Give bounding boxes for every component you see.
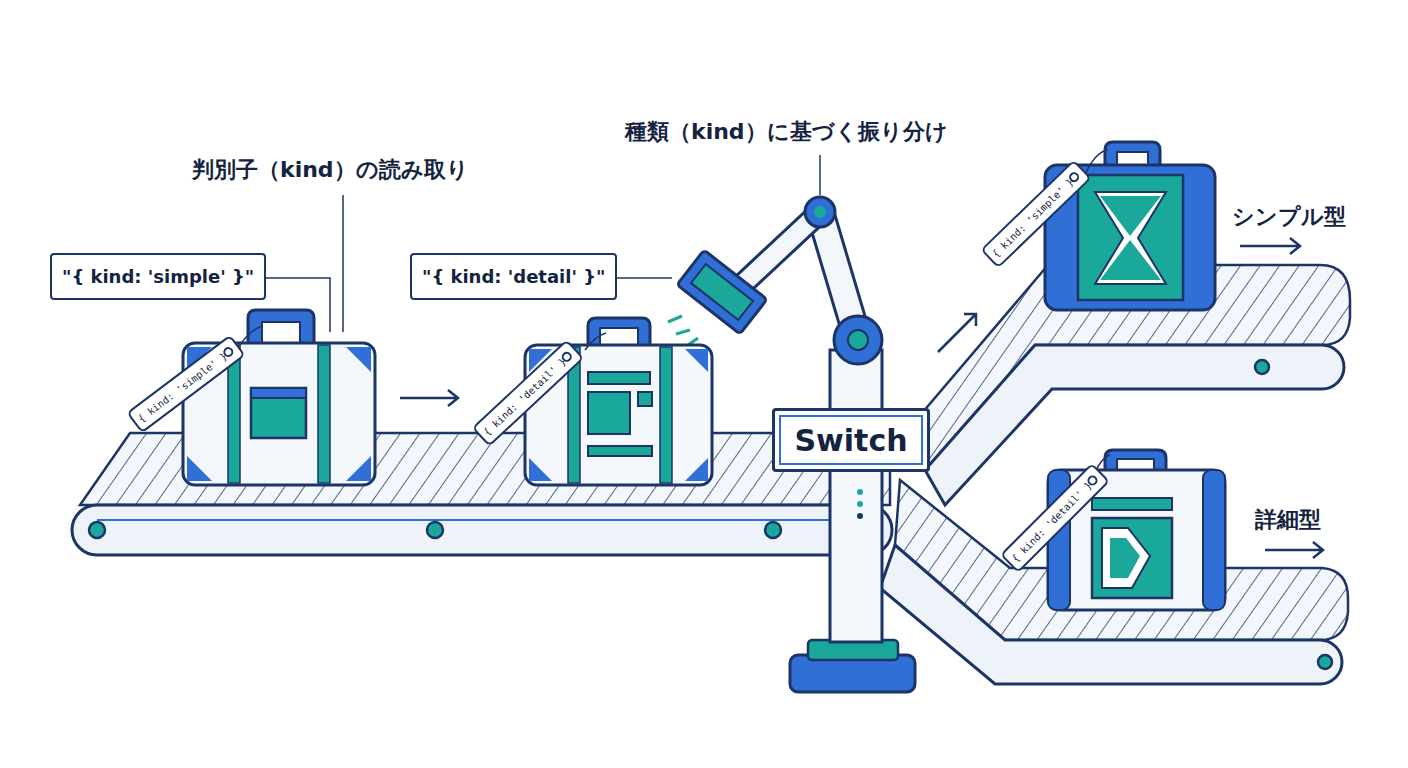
tag-string [1085, 150, 1108, 175]
folder-icon [1110, 538, 1140, 578]
roller [89, 522, 105, 538]
suitcase-panel [251, 388, 306, 438]
suitcase-panel [1092, 518, 1172, 598]
suitcase-panel [1078, 175, 1183, 300]
conveyor-rail [72, 505, 892, 555]
robot-joint [834, 316, 882, 364]
callout-text: "{ kind: 'simple' }" [62, 266, 254, 287]
tag-string [240, 326, 262, 345]
folder-icon [1102, 528, 1150, 588]
robot-joint [814, 206, 826, 218]
scanner-head [677, 250, 767, 334]
suitcase-corner [685, 458, 708, 481]
flow-arrow [1240, 238, 1300, 254]
callout-text: "{ kind: 'detail' }" [422, 266, 605, 287]
roller [1255, 360, 1269, 374]
suitcase-corner [685, 349, 708, 372]
hourglass-icon [1100, 196, 1161, 236]
robot-joint [805, 197, 835, 227]
annotation-label: 種類（kind）に基づく振り分け [625, 117, 948, 147]
suitcase-panel [588, 392, 630, 434]
switch-label: Switch [794, 423, 907, 458]
roller [1318, 655, 1332, 669]
leader-line [342, 195, 344, 332]
robot-column [830, 350, 882, 642]
suitcase-panel [251, 388, 306, 398]
suitcase-corner [187, 456, 212, 481]
hourglass-icon [1100, 240, 1161, 280]
scanner-body [677, 250, 767, 334]
suitcase-corner [346, 347, 371, 372]
tag-string [585, 333, 606, 350]
leader-line [616, 277, 672, 279]
flow-arrow [400, 390, 458, 406]
hourglass-icon [1095, 192, 1166, 284]
output-label: 詳細型 [1255, 505, 1321, 535]
roller [765, 522, 781, 538]
indicator-dot [857, 501, 863, 507]
robot-joint [848, 330, 868, 350]
scanner-window [691, 264, 753, 320]
scan-ray [676, 330, 690, 334]
roller [427, 522, 443, 538]
leader-line [262, 278, 330, 332]
suitcase-corner [346, 456, 371, 481]
rail-stripe [97, 519, 880, 521]
suitcase-panel [638, 392, 652, 406]
callout-box: "{ kind: 'detail' }" [410, 253, 617, 300]
flow-arrow [1265, 542, 1323, 558]
indicator-dot [857, 513, 863, 519]
suitcase-corner [529, 458, 552, 481]
suitcase-panel [1092, 498, 1172, 510]
suitcase-panel [588, 446, 652, 456]
suitcase-band [660, 347, 672, 483]
suitcase-handle [588, 318, 650, 347]
suitcase-band [1203, 470, 1225, 610]
flow-arrow [938, 314, 976, 352]
switch-box: Switch [772, 408, 930, 472]
scan-ray [668, 316, 682, 322]
suitcase-band [318, 345, 330, 483]
indicator-dot [857, 489, 863, 495]
output-label: シンプル型 [1232, 202, 1346, 232]
suitcase-panel [588, 372, 650, 384]
leader-line [819, 155, 821, 195]
callout-box: "{ kind: 'simple' }" [50, 253, 266, 300]
annotation-label: 判別子（kind）の読み取り [192, 155, 469, 185]
